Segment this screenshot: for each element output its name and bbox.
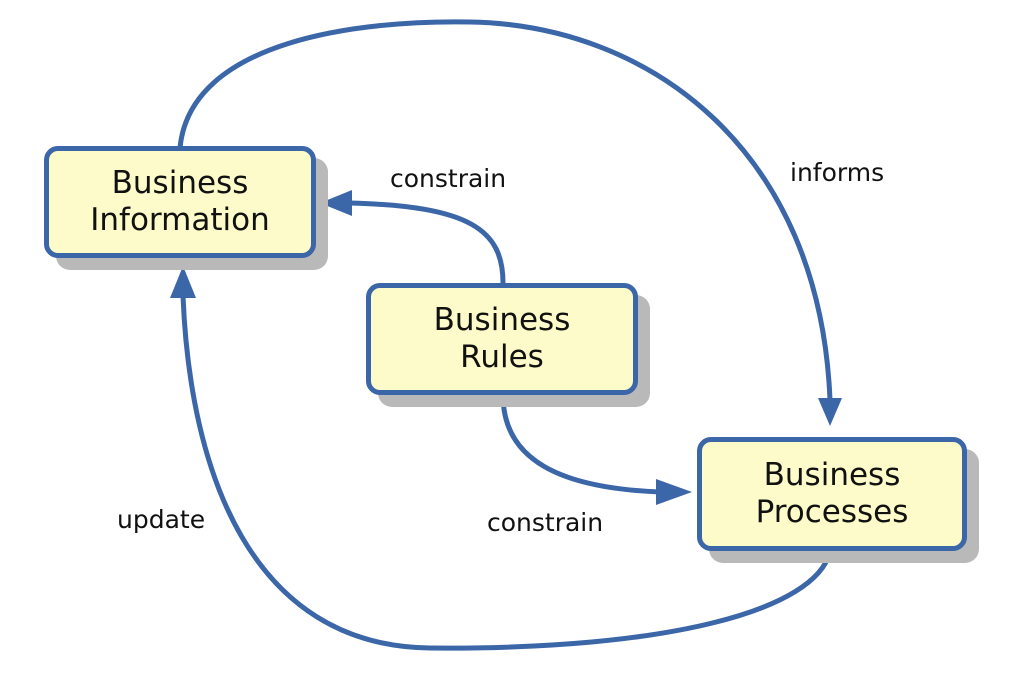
node-label-line2: Processes xyxy=(755,494,909,530)
edge-label-update: update xyxy=(117,505,206,534)
node-business-processes[interactable]: Business Processes xyxy=(697,437,967,551)
arrowhead-constrain-information xyxy=(320,190,352,216)
node-business-rules[interactable]: Business Rules xyxy=(366,283,638,395)
edge-informs xyxy=(177,19,833,401)
node-business-information[interactable]: Business Information xyxy=(44,146,316,258)
node-label-line2: Rules xyxy=(460,339,544,375)
edge-constrain-information xyxy=(349,200,506,284)
node-label-line1: Business xyxy=(763,457,901,494)
arrowhead-update xyxy=(170,266,196,298)
edge-constrain-processes xyxy=(500,394,661,495)
edge-label-constrain-processes: constrain xyxy=(487,508,604,537)
node-label-line2: Information xyxy=(90,202,270,238)
edge-label-informs: informs xyxy=(790,158,885,187)
arrowhead-informs xyxy=(818,398,842,426)
edge-label-constrain-information: constrain xyxy=(390,164,507,193)
node-label-line1: Business xyxy=(433,302,571,339)
node-label-line1: Business xyxy=(111,165,249,202)
edge-update xyxy=(180,295,833,651)
arrowhead-constrain-processes xyxy=(656,479,692,505)
